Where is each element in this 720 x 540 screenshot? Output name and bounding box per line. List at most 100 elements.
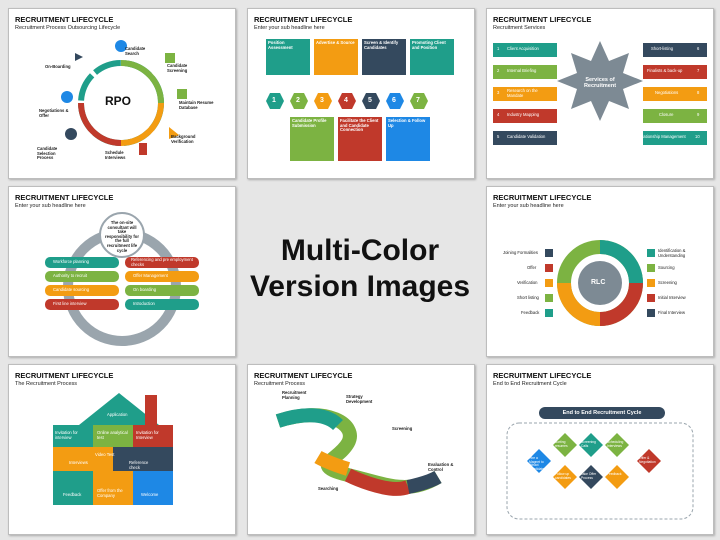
- step-label-4: Facilitate the Client and Candidate Conn…: [340, 118, 379, 133]
- thumbnail-recruitment-services[interactable]: RECRUITMENT LIFECYCLE Recruitment Servic…: [486, 8, 714, 179]
- service-number: 5: [497, 134, 500, 139]
- step-number: 7: [416, 97, 420, 104]
- slide-title: RECRUITMENT LIFECYCLE: [493, 193, 592, 202]
- house-label: Offer from the Company: [97, 488, 123, 498]
- service-number: 4: [497, 112, 500, 117]
- cycle-step: Sorting resumes: [555, 440, 568, 448]
- slide-title: RECRUITMENT LIFECYCLE: [493, 15, 592, 24]
- service-number: 7: [697, 68, 700, 73]
- cycle-left-item: Candidate sourcing: [53, 287, 90, 292]
- center-heading-line-1: Multi-Color: [280, 234, 440, 267]
- step-label-5: Screen & Identify Candidates: [364, 40, 399, 50]
- center-heading-line-2: Version Images: [249, 270, 471, 303]
- slide-subtitle: Recruitment Services: [493, 25, 546, 31]
- step-number: 4: [344, 97, 348, 104]
- thumbnail-end-to-end-cycle[interactable]: RECRUITMENT LIFECYCLE End to End Recruit…: [486, 364, 714, 535]
- rlc-donut-diagram: [545, 240, 655, 326]
- service-number: 9: [697, 112, 700, 117]
- cycle-step: Offer & Negotiation: [639, 456, 656, 464]
- service-label: Client Acquisition: [507, 46, 539, 51]
- service-number: 8: [697, 90, 700, 95]
- center-heading: Multi-Color Version Images: [240, 233, 480, 305]
- end-to-end-diagram: [506, 407, 694, 520]
- cycle-step: Hire a Magnet to Attract Candidates: [529, 456, 546, 471]
- service-label: Research on the Mandate: [507, 88, 538, 98]
- step-number: 1: [272, 97, 276, 104]
- house-label: Video Test: [95, 452, 115, 457]
- slide-subtitle: Enter your sub headline here: [493, 203, 564, 209]
- services-hub-label: Services of Recruitment: [583, 77, 617, 90]
- service-number: 6: [697, 46, 700, 51]
- step-label-2: Candidate Profile Submission: [292, 118, 327, 128]
- house-label: Invitation for Interview: [136, 430, 159, 440]
- slide-subtitle: Recruitment Process: [254, 381, 306, 387]
- slide-title: RECRUITMENT LIFECYCLE: [15, 371, 114, 380]
- step-label-3: Advertise & Source: [316, 40, 355, 45]
- label-candidate-selection: Candidate Selection Process: [37, 146, 58, 161]
- thumbnail-rlc-donut[interactable]: RECRUITMENT LIFECYCLE Enter your sub hea…: [486, 186, 714, 357]
- label-schedule-interviews: Schedule Interviews: [105, 150, 126, 160]
- rlc-left-item: Offer: [527, 265, 537, 270]
- slide-title: RECRUITMENT LIFECYCLE: [254, 371, 353, 380]
- house-label: Online analytical test: [97, 430, 128, 440]
- road-label: Strategy Development: [346, 394, 373, 404]
- cycle-step: Feedback: [607, 472, 622, 476]
- slide-subtitle: Enter your sub headline here: [254, 25, 325, 31]
- road-label: Evaluation & Control: [428, 462, 454, 472]
- service-label: Finalists & back-up: [647, 68, 683, 73]
- service-label: Relationship Management: [637, 134, 686, 139]
- slide-subtitle: Enter your sub headline here: [15, 203, 86, 209]
- services-star-diagram: [493, 41, 707, 145]
- house-process-diagram: [53, 393, 173, 505]
- service-number: 2: [497, 68, 500, 73]
- house-label: Welcome: [141, 492, 159, 497]
- house-label: Reference check: [129, 460, 149, 470]
- house-label: Invitation for interview: [55, 430, 78, 440]
- step-number: 2: [296, 97, 300, 104]
- slide-subtitle: End to End Recruitment Cycle: [493, 381, 567, 387]
- service-label: Industry Mapping: [507, 112, 540, 117]
- label-on-boarding: On-Boarding: [45, 64, 71, 69]
- service-label: Negotiations: [655, 90, 679, 95]
- label-candidate-screening: Candidate Screening: [167, 63, 188, 73]
- label-candidate-search: Candidate Search: [125, 46, 146, 56]
- cycle-right-item: Referencing and pre employment checks: [131, 257, 193, 267]
- step-number: 3: [320, 97, 324, 104]
- house-label: Application: [107, 412, 128, 417]
- slide-title: RECRUITMENT LIFECYCLE: [254, 15, 353, 24]
- rlc-right-item: Screening: [658, 280, 677, 285]
- thumbnail-onsite-consultant[interactable]: RECRUITMENT LIFECYCLE Enter your sub hea…: [8, 186, 236, 357]
- thumbnail-rpo-lifecycle[interactable]: RECRUITMENT LIFECYCLE Recruitment Proces…: [8, 8, 236, 179]
- step-label-6: Selection & Follow Up: [388, 118, 426, 128]
- slide-title: RECRUITMENT LIFECYCLE: [493, 371, 592, 380]
- cycle-right-item: On boarding: [133, 287, 157, 292]
- cycle-right-item: Offer Management: [133, 273, 168, 278]
- consultant-cycle-diagram: [45, 212, 199, 346]
- service-number: 3: [497, 90, 500, 95]
- rlc-left-item: Verification: [517, 280, 538, 285]
- cycle-step: Scheduling Interviews: [607, 440, 624, 448]
- service-label: Closure: [659, 112, 674, 117]
- house-label: Interviews: [69, 460, 88, 465]
- service-label: Short-listing: [651, 46, 674, 51]
- thumbnail-house-process[interactable]: RECRUITMENT LIFECYCLE The Recruitment Pr…: [8, 364, 236, 535]
- rlc-left-item: Joining Formalities: [503, 250, 538, 255]
- thumbnail-seven-step-process[interactable]: RECRUITMENT LIFECYCLE Enter your sub hea…: [247, 8, 475, 179]
- service-label: Candidate Validation: [507, 134, 546, 139]
- slide-subtitle: The Recruitment Process: [15, 381, 78, 387]
- rlc-hub-label: RLC: [591, 279, 606, 286]
- cycle-step: Take Offer Process: [581, 472, 597, 480]
- label-maintain-resume: Maintain Resume Database: [179, 100, 214, 110]
- cycle-step: Follow up candidates: [555, 472, 571, 480]
- service-number: 10: [695, 134, 700, 139]
- road-label: Recruitment Planning: [282, 390, 307, 400]
- service-label: Internal Briefing: [507, 68, 537, 73]
- slide-title: RECRUITMENT LIFECYCLE: [15, 15, 114, 24]
- label-negotiations-offer: Negotiations & Offer: [39, 108, 69, 118]
- consultant-hub-text: The on-site consultant will take respons…: [105, 220, 139, 253]
- step-label-1: Position Assessment: [268, 40, 293, 50]
- cycle-right-item: Introduction: [133, 301, 155, 306]
- cycle-left-item: Authority to recruit: [53, 273, 87, 278]
- slide-title: RECRUITMENT LIFECYCLE: [15, 193, 114, 202]
- thumbnail-recruitment-road[interactable]: RECRUITMENT LIFECYCLE Recruitment Proces…: [247, 364, 475, 535]
